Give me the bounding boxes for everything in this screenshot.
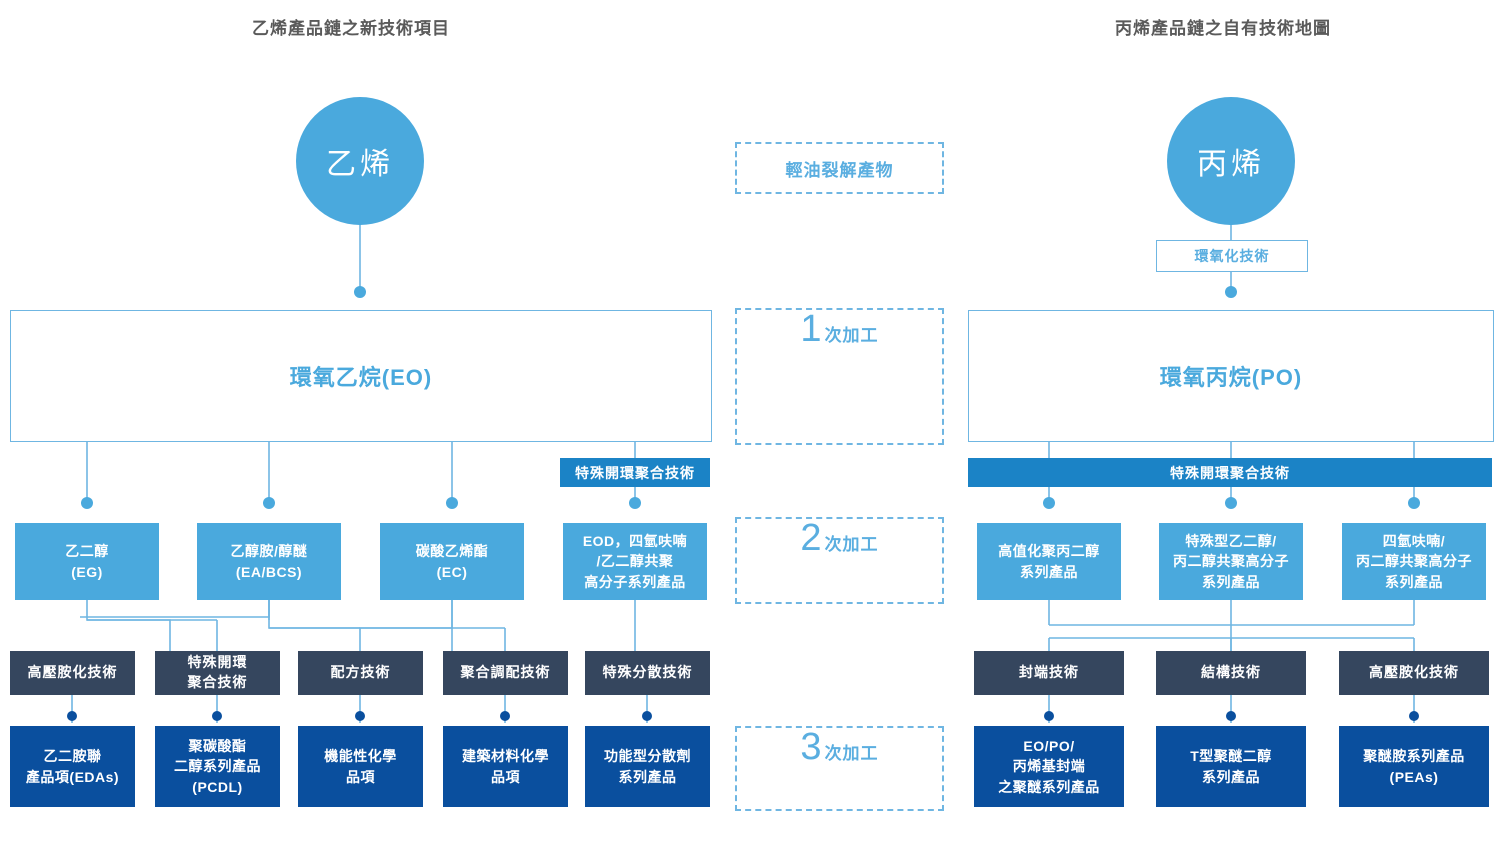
left-technology-4[interactable]: 特殊分散技術 [585, 651, 710, 695]
left-product-1[interactable]: 聚碳酸酯 二醇系列產品 (PCDL) [155, 726, 280, 807]
stage-1-number: 1 [800, 308, 822, 350]
right-epoxidation-technology[interactable]: 環氧化技術 [1156, 240, 1308, 272]
right-technology-0[interactable]: 封端技術 [974, 651, 1124, 695]
right-secondary-0[interactable]: 高值化聚丙二醇 系列產品 [977, 523, 1121, 600]
right-technology-2[interactable]: 高壓胺化技術 [1339, 651, 1489, 695]
source-node-ethylene[interactable]: 乙烯 [296, 97, 424, 225]
left-technology-3[interactable]: 聚合調配技術 [443, 651, 568, 695]
left-secondary-3[interactable]: EOD，四氫呋喃 /乙二醇共聚 高分子系列產品 [563, 523, 707, 600]
stage-2-number: 2 [800, 517, 822, 559]
left-primary-product-eo[interactable]: 環氧乙烷(EO) [10, 310, 712, 442]
right-secondary-1[interactable]: 特殊型乙二醇/ 丙二醇共聚高分子 系列產品 [1159, 523, 1303, 600]
right-product-1[interactable]: T型聚醚二醇 系列產品 [1156, 726, 1306, 807]
left-technology-2[interactable]: 配方技術 [298, 651, 423, 695]
left-secondary-2[interactable]: 碳酸乙烯酯 (EC) [380, 523, 524, 600]
center-stage-3: 3 次加工 [735, 726, 944, 811]
left-product-4[interactable]: 功能型分散劑 系列產品 [585, 726, 710, 807]
left-secondary-1[interactable]: 乙醇胺/醇醚 (EA/BCS) [197, 523, 341, 600]
right-tech-bar-ring-opening[interactable]: 特殊開環聚合技術 [968, 458, 1492, 487]
center-stage-1: 1 次加工 [735, 308, 944, 445]
left-product-3[interactable]: 建築材料化學 品項 [443, 726, 568, 807]
left-chain-title: 乙烯產品鏈之新技術項目 [252, 19, 450, 38]
right-product-2[interactable]: 聚醚胺系列產品 (PEAs) [1339, 726, 1489, 807]
stage-3-number: 3 [800, 726, 822, 768]
right-secondary-2[interactable]: 四氫呋喃/ 丙二醇共聚高分子 系列產品 [1342, 523, 1486, 600]
right-technology-1[interactable]: 結構技術 [1156, 651, 1306, 695]
left-technology-1[interactable]: 特殊開環 聚合技術 [155, 651, 280, 695]
source-node-propylene[interactable]: 丙烯 [1167, 97, 1295, 225]
right-chain-title: 丙烯產品鏈之自有技術地圖 [1115, 19, 1331, 38]
left-technology-0[interactable]: 高壓胺化技術 [10, 651, 135, 695]
right-product-0[interactable]: EO/PO/ 丙烯基封端 之聚醚系列產品 [974, 726, 1124, 807]
stage-1-suffix: 次加工 [824, 326, 879, 345]
stage-2-suffix: 次加工 [824, 535, 879, 554]
left-product-0[interactable]: 乙二胺聯 產品項(EDAs) [10, 726, 135, 807]
stage-3-suffix: 次加工 [824, 744, 879, 763]
center-stage-2: 2 次加工 [735, 517, 944, 604]
left-product-2[interactable]: 機能性化學 品項 [298, 726, 423, 807]
center-feedstock-label: 輕油裂解產物 [785, 160, 894, 180]
left-secondary-0[interactable]: 乙二醇 (EG) [15, 523, 159, 600]
center-feedstock-box: 輕油裂解產物 [735, 142, 944, 194]
right-primary-product-po[interactable]: 環氧丙烷(PO) [968, 310, 1494, 442]
left-tech-bar-ring-opening[interactable]: 特殊開環聚合技術 [560, 458, 710, 487]
